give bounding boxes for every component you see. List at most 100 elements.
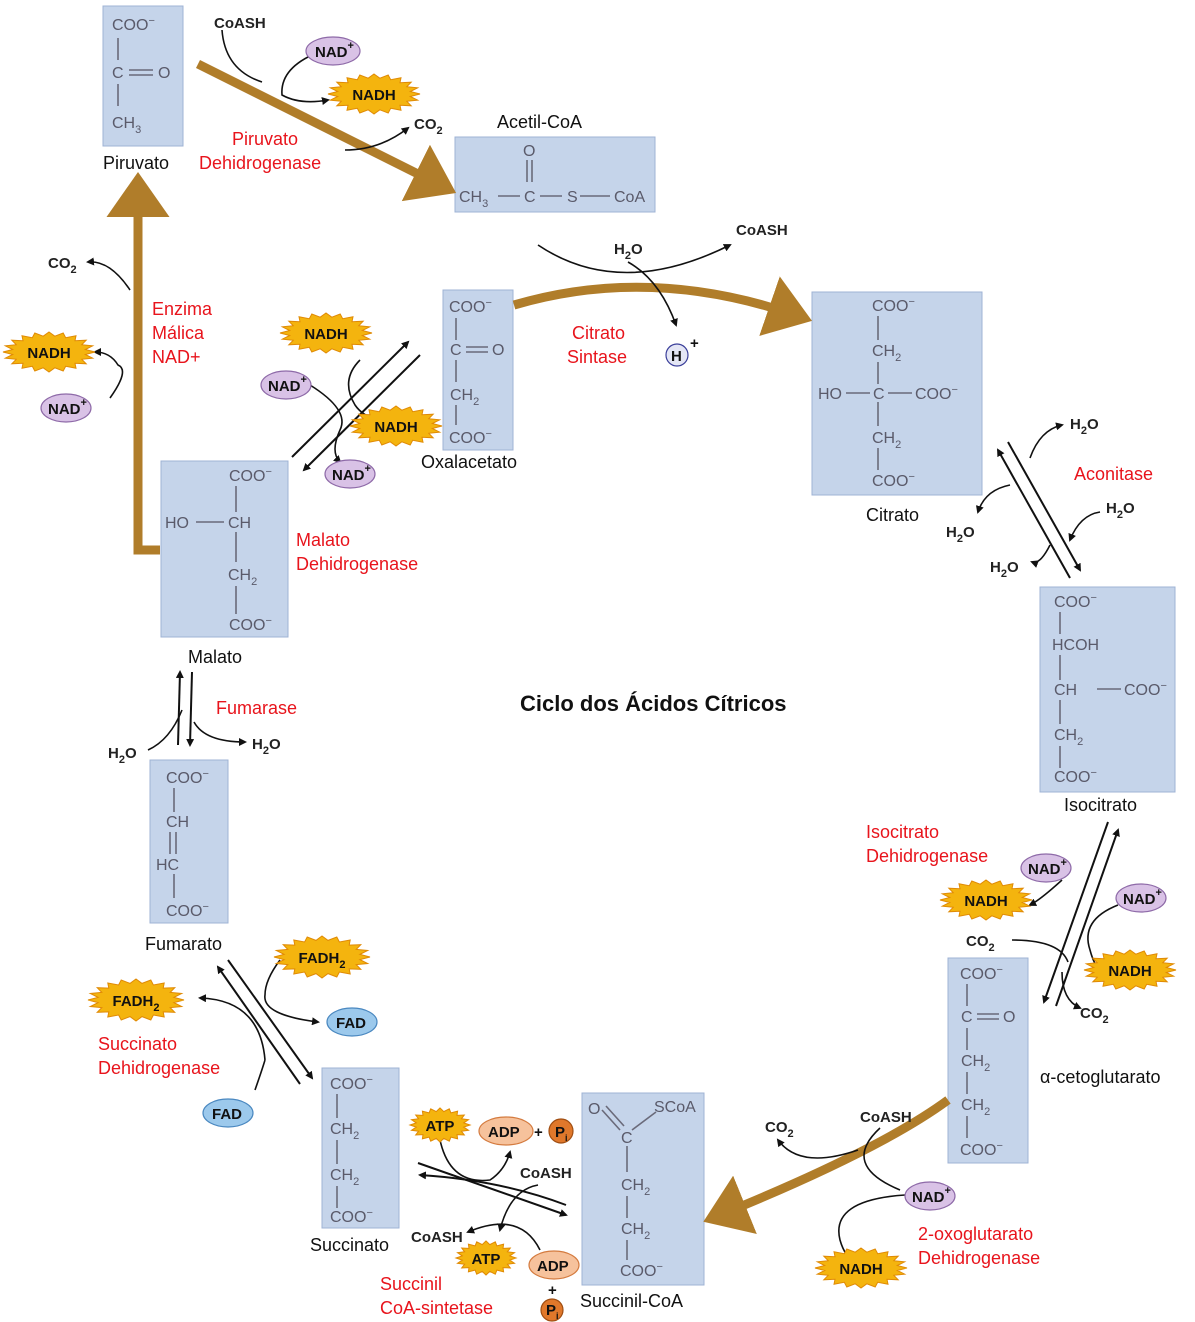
isocitrato-ch2: CH2: [1054, 727, 1083, 748]
fumarato-ch: CH: [166, 814, 189, 831]
svg-text:FAD: FAD: [212, 1106, 242, 1123]
isocitrato-coo-top: COO−: [1054, 592, 1097, 611]
plus-sign: +: [548, 1282, 557, 1299]
nadh-badge: NADH: [1083, 949, 1177, 991]
main-pathway-arrows: [106, 59, 951, 1235]
nadh-badge-label: NADH: [304, 326, 347, 343]
atp-badge: ATP: [454, 1240, 518, 1276]
ceto-o: O: [1003, 1009, 1015, 1026]
nadh-badge-shape: [1083, 949, 1177, 991]
name-oxalacetato: Oxalacetato: [421, 452, 517, 472]
citrato-c: C: [873, 386, 885, 403]
svg-text:NAD+: NAD+: [1028, 857, 1067, 878]
nadh-badge-shape: [939, 879, 1033, 921]
name-cetoglutarato: α-cetoglutarato: [1040, 1067, 1160, 1087]
name-succinil-coa: Succinil-CoA: [580, 1291, 683, 1311]
fad-badge: FAD: [202, 1098, 254, 1128]
h2o-label: H2O: [990, 559, 1019, 580]
svg-text:NAD+: NAD+: [1123, 887, 1162, 908]
succinato-ch2-b: CH2: [330, 1167, 359, 1188]
arrow-oxal-to-citrato: [512, 276, 813, 336]
oxal-coo-bottom: COO−: [449, 428, 492, 447]
malato-ch: CH: [228, 515, 251, 532]
coash-label: CoASH: [520, 1165, 572, 1182]
fad-badge: FAD: [326, 1007, 378, 1037]
malato-coo-bottom: COO−: [229, 615, 272, 634]
fadh2-badge-label: FADH2: [299, 950, 346, 971]
succinato-box: [321, 1067, 400, 1229]
h2o-label: H2O: [108, 745, 137, 766]
enzyme-fumarase: Fumarase: [216, 698, 297, 718]
adp-badge: ADP: [528, 1250, 580, 1280]
succinil-coa-box: [581, 1092, 705, 1286]
h2o-label: H2O: [614, 241, 643, 262]
acetil-o: O: [523, 143, 535, 160]
nadh-badge: NADH: [279, 312, 373, 354]
nadh-badge-label: NADH: [964, 893, 1007, 910]
fumarato-coo-top: COO−: [166, 768, 209, 787]
nadh-badge-label: NADH: [1108, 963, 1151, 980]
citrato-coo-bottom: COO−: [872, 471, 915, 490]
coash-label: CoASH: [214, 15, 266, 32]
nadh-badge-shape: [279, 312, 373, 354]
fadh2-badge: FADH2: [273, 935, 371, 979]
name-isocitrato: Isocitrato: [1064, 795, 1137, 815]
svg-text:NAD+: NAD+: [48, 397, 87, 418]
enzyme-citrato-sintase: Citrato Sintase: [567, 323, 630, 367]
arrow-piruvato-to-acetil: [195, 59, 457, 202]
enzyme-succinato-dh: Succinato Dehidrogenase: [98, 1034, 220, 1078]
h2o-label: H2O: [252, 736, 281, 757]
nad-badge: NAD+: [904, 1181, 956, 1211]
enzyme-malato-dh: Malato Dehidrogenase: [296, 530, 418, 574]
fadh2-badge-label: FADH2: [113, 993, 160, 1014]
h2o-label: H2O: [1106, 500, 1135, 521]
proton-badge: H +: [665, 335, 699, 367]
name-malato: Malato: [188, 647, 242, 667]
svg-text:NAD+: NAD+: [912, 1185, 951, 1206]
svg-text:Pi: Pi: [546, 1302, 559, 1321]
nad-badge: NAD+: [40, 393, 92, 423]
cofactor-badges: NAD+ NAD+ NAD+ NAD+ NAD+ NAD+ NAD+: [40, 15, 1167, 1322]
succinil-coo: COO−: [620, 1261, 663, 1280]
structure-labels: COO− C O CH3 O CH3 C S CoA COO− C O CH2 …: [112, 15, 1167, 1280]
enzyme-succinil-coa-sintetase: Succinil CoA-sintetase: [380, 1274, 493, 1318]
nad-badge: NAD+: [1115, 883, 1167, 913]
svg-text:H: H: [671, 348, 682, 365]
fumarato-hc: HC: [156, 857, 179, 874]
fadh2-badge: FADH2: [87, 978, 185, 1022]
isocitrato-coo-side: COO−: [1124, 680, 1167, 699]
oxalacetato-box: [442, 289, 514, 451]
nadh-badge-shape: [2, 331, 96, 373]
plus-sign: +: [534, 1124, 543, 1141]
co2-label: CO2: [414, 116, 443, 137]
atp-badge-label: ATP: [426, 1118, 455, 1135]
citrato-ho: HO: [818, 386, 842, 403]
h2o-label: H2O: [1070, 416, 1099, 437]
arrow-ceto-to-succinil: [703, 1096, 951, 1235]
succinato-coo-bottom: COO−: [330, 1207, 373, 1226]
nadh-badge-label: NADH: [352, 87, 395, 104]
svg-text:ADP: ADP: [488, 1124, 520, 1141]
citrato-ch2-bottom: CH2: [872, 430, 901, 451]
molecule-names: Piruvato Acetil-CoA Oxalacetato Citrato …: [103, 112, 1160, 1311]
h2o-label: H2O: [946, 524, 975, 545]
atp-badge-label: ATP: [472, 1251, 501, 1268]
malato-box: [160, 460, 289, 638]
acetil-coa-group: CoA: [614, 189, 645, 206]
oxal-o: O: [492, 342, 504, 359]
enzyme-oxoglutarato-dh: 2-oxoglutarato Dehidrogenase: [918, 1224, 1040, 1268]
co2-label: CO2: [966, 933, 995, 954]
svg-text:+: +: [690, 335, 699, 352]
name-citrato: Citrato: [866, 505, 919, 525]
fumarato-coo-bottom: COO−: [166, 901, 209, 920]
nadh-badge: NADH: [939, 879, 1033, 921]
name-piruvato: Piruvato: [103, 153, 169, 173]
acetil-coa-box: [454, 136, 656, 213]
piruvato-box: [102, 5, 184, 147]
co2-label: CO2: [765, 1119, 794, 1140]
oxal-c: C: [450, 342, 462, 359]
nadh-badge-shape: [814, 1247, 908, 1289]
fadh2-badge-shape: [87, 978, 185, 1022]
isocitrato-hcoh: HCOH: [1052, 637, 1099, 654]
